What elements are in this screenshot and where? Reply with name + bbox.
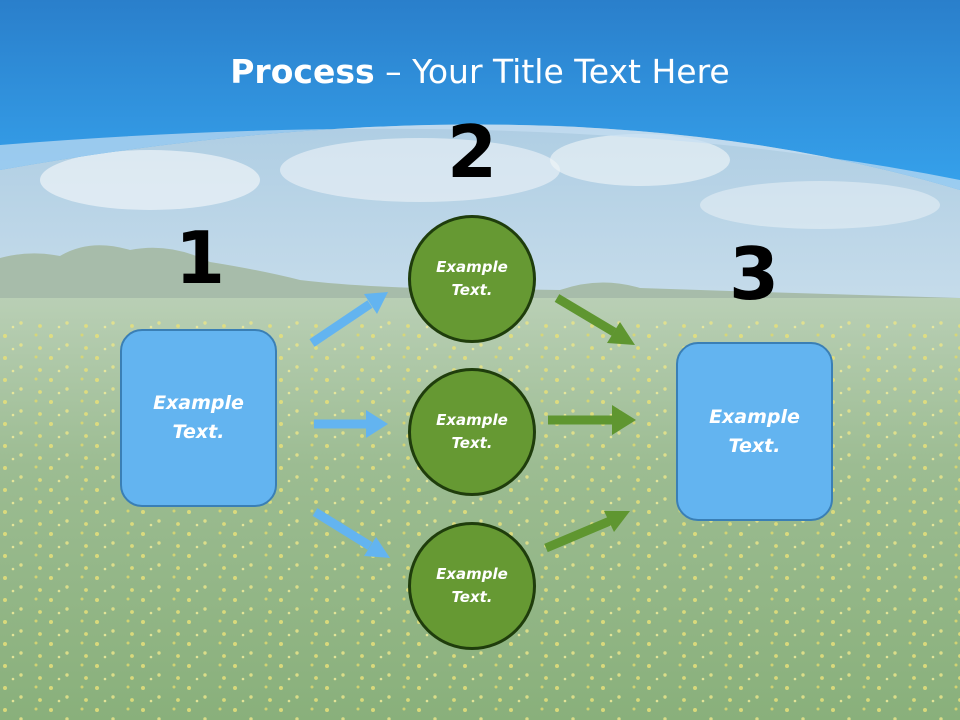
step-number-3: 3 — [728, 232, 780, 316]
circle-node-bottom: Example Text. — [408, 522, 536, 650]
slide-title: Process – Your Title Text Here — [230, 52, 730, 91]
step-number-1: 1 — [174, 216, 226, 300]
circle-node-middle: Example Text. — [408, 368, 536, 496]
step-number-2: 2 — [446, 110, 498, 194]
right-process-box: Example Text. — [676, 342, 833, 521]
circle-node-top: Example Text. — [408, 215, 536, 343]
left-process-box: Example Text. — [120, 329, 277, 507]
